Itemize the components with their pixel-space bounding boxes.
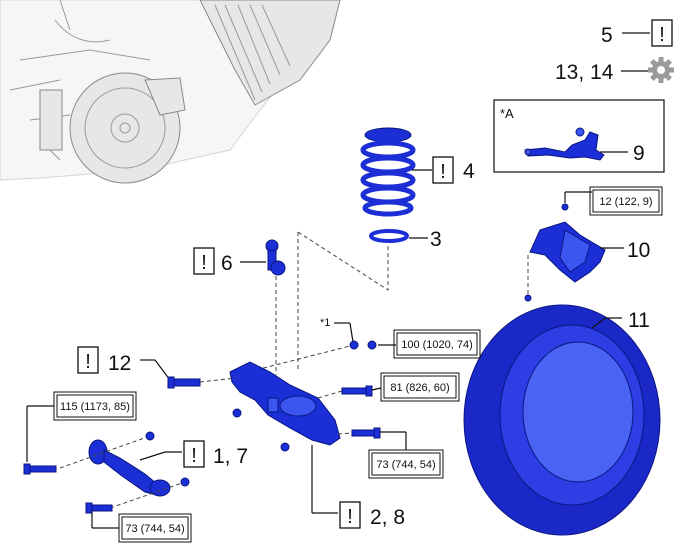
inset-a: *A 9 bbox=[493, 99, 665, 173]
callout-9: 9 bbox=[633, 142, 645, 165]
part-10-bracket bbox=[524, 203, 606, 302]
torque-label: 73 (744, 54) bbox=[376, 459, 435, 471]
part-3-spring-insulator bbox=[369, 229, 409, 243]
caution-box-icon bbox=[193, 247, 215, 275]
bolt-81 bbox=[341, 385, 373, 397]
svg-text:!: ! bbox=[201, 252, 207, 274]
callout-5-group: 5 ! bbox=[601, 19, 673, 47]
callout-3: 3 bbox=[430, 228, 442, 251]
part-9-sensor bbox=[524, 127, 605, 161]
callout-13-14: 13, 14 bbox=[555, 61, 614, 84]
bolt-73-left bbox=[85, 502, 113, 514]
part-11-tire bbox=[463, 304, 661, 536]
part-1-7-toe-arm bbox=[88, 439, 171, 497]
inset-a-label: *A bbox=[500, 106, 514, 121]
callout-12: 12 bbox=[108, 352, 131, 375]
svg-text:!: ! bbox=[659, 24, 665, 46]
callout-11: 11 bbox=[628, 309, 650, 332]
torque-label: 12 (122, 9) bbox=[599, 196, 652, 208]
svg-text:!: ! bbox=[347, 506, 353, 528]
bolt-73-right bbox=[351, 427, 381, 439]
part-4-coil-spring bbox=[360, 127, 416, 217]
star-1-label: *1 bbox=[320, 317, 330, 329]
callout-10: 10 bbox=[627, 239, 650, 262]
vehicle-context-sketch bbox=[0, 0, 341, 184]
callout-1-7: 1, 7 bbox=[213, 445, 248, 468]
caution-box-icon bbox=[183, 440, 205, 468]
torque-label: 73 (744, 54) bbox=[125, 523, 184, 535]
caution-box-icon bbox=[339, 501, 361, 529]
callout-5: 5 bbox=[601, 24, 613, 47]
gear-icon bbox=[648, 57, 674, 83]
caution-box-icon bbox=[77, 346, 99, 374]
torque-label: 100 (1020, 74) bbox=[401, 339, 473, 351]
callout-13-14-group: 13, 14 bbox=[555, 57, 674, 84]
svg-text:!: ! bbox=[191, 445, 197, 467]
bolt-115 bbox=[23, 463, 57, 475]
bolt-12 bbox=[167, 376, 201, 389]
caution-box-icon bbox=[432, 156, 454, 184]
callout-4: 4 bbox=[463, 160, 475, 183]
caution-box-icon bbox=[651, 19, 673, 47]
svg-text:!: ! bbox=[85, 351, 91, 373]
part-6-stabilizer-link bbox=[265, 239, 286, 276]
torque-label: 81 (826, 60) bbox=[390, 382, 449, 394]
callout-6: 6 bbox=[221, 252, 233, 275]
callout-2-8: 2, 8 bbox=[370, 506, 405, 529]
part-2-8-lower-arm bbox=[229, 361, 341, 446]
torque-label: 115 (1173, 85) bbox=[60, 401, 130, 413]
svg-text:!: ! bbox=[440, 161, 446, 183]
